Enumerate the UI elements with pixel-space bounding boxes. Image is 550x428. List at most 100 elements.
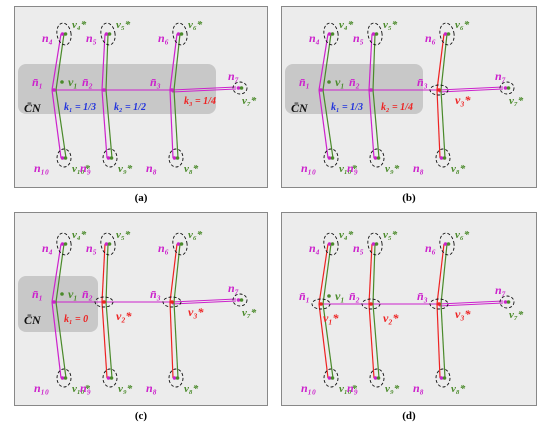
col0-top-ellipse <box>56 232 72 256</box>
label-n2: n̄₂ <box>349 289 360 303</box>
col2-top-ellipse <box>172 22 188 46</box>
col1-top-dots-a <box>371 242 376 246</box>
col2-top-ellipse <box>439 22 455 46</box>
cn-label: C̄N <box>24 313 42 327</box>
col2-line-a <box>436 243 445 305</box>
col0-top-dots-a <box>60 32 65 36</box>
col2-line-c <box>436 303 441 379</box>
col0-top-ellipse <box>323 232 339 256</box>
label-k1: k₁ = 1/3 <box>64 102 96 113</box>
label-n9: n₉ <box>80 381 91 395</box>
col1-line-d <box>105 89 113 159</box>
label-n4: n₄ <box>309 31 320 45</box>
label-n4: n₄ <box>309 241 320 255</box>
label-n8: n₈ <box>413 161 424 175</box>
col0-bot-ellipse <box>323 368 339 388</box>
junction-n2 <box>102 88 106 92</box>
v1-dot <box>60 80 64 84</box>
junction-n2-ellipse <box>94 296 114 308</box>
label-n5: n₅ <box>86 31 97 45</box>
n7-edge <box>438 300 504 305</box>
label-v2: v₂* <box>383 311 400 325</box>
label-v4: v₄* <box>72 19 87 31</box>
caption-b: (b) <box>402 192 416 204</box>
label-n3: n̄₃ <box>150 287 161 301</box>
n7-dots-a <box>503 300 508 304</box>
col0-bot-dots-a <box>327 156 332 160</box>
col0-line-d <box>322 303 334 379</box>
label-k3: k₃ = 1/4 <box>184 96 216 107</box>
label-v4: v₄* <box>339 229 354 241</box>
col2-line-d <box>440 303 446 379</box>
label-v5: v₅* <box>383 229 398 241</box>
col0-bot-dots-a <box>327 376 332 380</box>
label-v1: v₁ <box>335 75 345 89</box>
label-n8: n₈ <box>413 381 424 395</box>
col2-line-c <box>436 89 441 159</box>
col1-top-dots-b <box>374 242 379 246</box>
cn-label: C̄N <box>24 101 42 115</box>
cn-label: C̄N <box>291 101 309 115</box>
label-n6: n₆ <box>425 241 436 255</box>
label-n4: n₄ <box>42 31 53 45</box>
col1-bot-dots-b <box>109 376 114 380</box>
col0-top-dots-b <box>330 32 335 36</box>
col1-top-ellipse <box>100 232 116 256</box>
n7-dots-a <box>503 86 508 90</box>
label-v4: v₄* <box>72 229 87 241</box>
col0-line-c <box>318 89 329 159</box>
n7-edge <box>171 86 237 91</box>
col1-line-c <box>368 303 375 379</box>
col2-top-dots-b <box>446 242 451 246</box>
n7-edge-2 <box>438 302 504 307</box>
col0-bot-dots-b <box>330 156 335 160</box>
label-n2: n̄₂ <box>82 75 93 89</box>
col2-top-ellipse <box>439 232 455 256</box>
label-n5: n₅ <box>353 31 364 45</box>
junction-n3 <box>437 88 441 92</box>
label-v10: v₁₀* <box>339 163 358 175</box>
col1-line-c <box>101 89 108 159</box>
label-v6: v₆* <box>188 19 203 31</box>
label-n10: n₁₀ <box>301 381 316 395</box>
col1-top-dots-a <box>371 32 376 36</box>
col0-line-c <box>51 89 62 159</box>
col0-bot-dots-a <box>60 156 65 160</box>
col2-line-d <box>173 89 179 159</box>
label-v6: v₆* <box>455 229 470 241</box>
label-n5: n₅ <box>353 241 364 255</box>
label-v4: v₄* <box>339 19 354 31</box>
junction-n3-ellipse <box>162 296 182 308</box>
col1-top-dots-b <box>374 32 379 36</box>
col2-bot-dots-a <box>172 156 177 160</box>
col2-bot-ellipse <box>168 148 184 168</box>
label-n4: n₄ <box>42 241 53 255</box>
junction-n1 <box>52 300 56 304</box>
col1-top-ellipse <box>100 22 116 46</box>
n7-dots-b <box>239 86 244 90</box>
label-n2: n̄₂ <box>349 75 360 89</box>
col0-line-a <box>51 243 62 303</box>
col2-line-a <box>436 33 445 91</box>
caption-c: (c) <box>134 410 148 422</box>
col1-line-c <box>101 301 108 379</box>
col1-top-ellipse <box>367 22 383 46</box>
col2-line-c <box>169 301 174 379</box>
junction-n2-ellipse <box>361 298 381 310</box>
label-v10: v₁₀* <box>72 383 91 395</box>
label-n3: n̄₃ <box>417 289 428 303</box>
junction-n2 <box>369 88 373 92</box>
label-v9: v₉* <box>118 163 133 175</box>
label-v1s: v₁* <box>323 311 340 325</box>
n7-ellipse <box>232 81 248 95</box>
col2-line-a <box>169 243 178 303</box>
col2-line-c <box>169 89 174 159</box>
col2-bot-dots-a <box>172 376 177 380</box>
label-v5: v₅* <box>116 229 131 241</box>
col1-bot-ellipse <box>102 368 118 388</box>
col1-line-d <box>372 303 380 379</box>
col2-top-dots-a <box>443 32 448 36</box>
col2-bot-dots-a <box>439 376 444 380</box>
